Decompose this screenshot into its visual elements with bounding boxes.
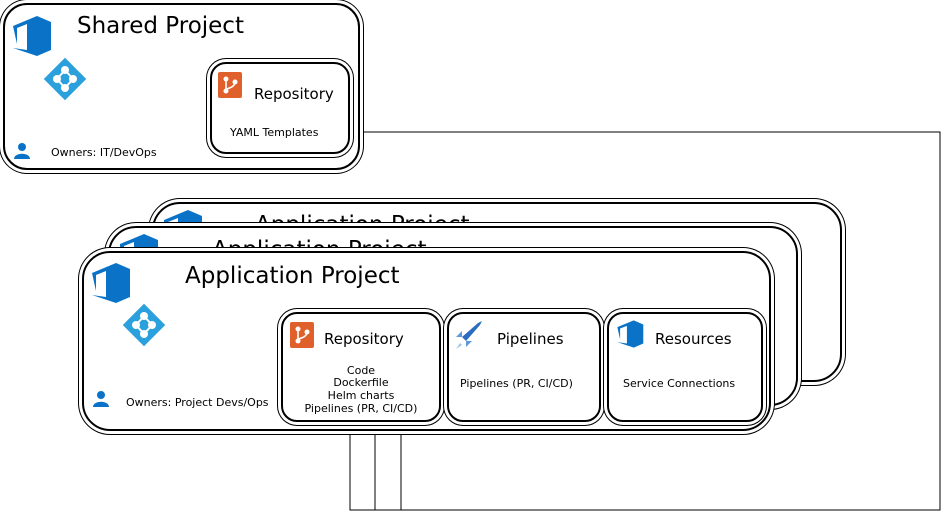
app-pipelines-content: Pipelines (PR, CI/CD) — [460, 377, 573, 390]
app-resources-content: Service Connections — [623, 377, 736, 390]
connector-line — [328, 131, 941, 511]
shared-project-box: Shared Project Owners: IT/DevOps Reposit… — [3, 3, 360, 170]
shared-repository-content: YAML Templates — [230, 126, 319, 139]
shared-repository-box: Repository YAML Templates — [210, 62, 350, 154]
pipelines-rocket-icon — [454, 319, 484, 355]
shared-owners: Owners: IT/DevOps — [51, 146, 157, 159]
app-repository-line: Helm charts — [327, 389, 395, 402]
app-pipelines-title: Pipelines — [497, 330, 564, 348]
azure-devops-icon — [616, 319, 646, 353]
app-repository-line: Code — [346, 364, 376, 377]
app-project-title: Application Project — [185, 263, 400, 289]
git-repo-icon — [218, 72, 242, 102]
app-repository-line: Pipelines (PR, CI/CD) — [304, 402, 418, 415]
shared-repository-title: Repository — [254, 85, 334, 103]
app-pipelines-box: Pipelines Pipelines (PR, CI/CD) — [447, 312, 601, 422]
azure-devops-icon — [90, 261, 134, 309]
app-repository-line: Dockerfile — [333, 376, 389, 389]
project-hub-icon — [120, 301, 168, 353]
app-owners: Owners: Project Devs/Ops — [126, 396, 269, 409]
git-repo-icon — [290, 322, 314, 352]
azure-devops-icon — [11, 14, 55, 62]
shared-project-title: Shared Project — [77, 13, 244, 39]
app-repository-title: Repository — [324, 330, 404, 348]
user-icon — [13, 142, 31, 164]
app-project-front-box: Application Project Owners: Project Devs… — [82, 251, 771, 431]
project-hub-icon — [41, 55, 89, 107]
app-resources-title: Resources — [655, 330, 732, 348]
app-resources-box: Resources Service Connections — [607, 312, 763, 422]
app-repository-box: Repository Code Dockerfile Helm charts P… — [281, 312, 441, 422]
user-icon — [92, 390, 110, 412]
